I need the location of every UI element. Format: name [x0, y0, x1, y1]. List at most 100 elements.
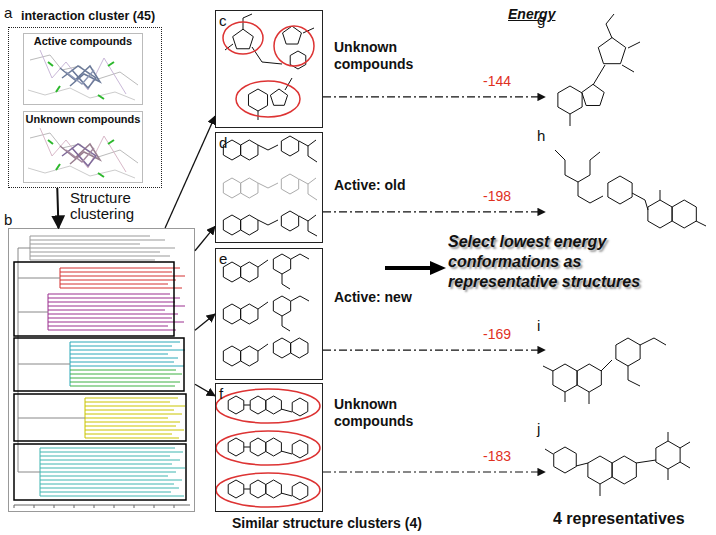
panel-letter: j	[537, 420, 540, 437]
structure-i	[577, 364, 601, 392]
cluster-caption: Unknown compounds	[334, 396, 434, 430]
flow-arrow	[195, 384, 215, 396]
energy-value: -183	[483, 448, 511, 464]
edge-label: Structure clustering	[70, 190, 170, 222]
panel-letter: e	[219, 250, 227, 267]
structures-f	[266, 438, 282, 456]
structures-f	[216, 389, 320, 507]
dendrogram	[40, 448, 185, 496]
structures-e	[241, 304, 258, 324]
dendrogram-panel: b	[8, 228, 195, 512]
dendrogram	[14, 505, 190, 508]
structure-h	[608, 176, 632, 204]
docking-image-unknown	[66, 148, 94, 162]
structures-c	[236, 81, 300, 117]
structures-c	[270, 89, 287, 105]
structures-f	[216, 431, 320, 465]
structures-c	[223, 22, 263, 54]
structure-j	[545, 432, 690, 496]
flow-arrow	[195, 314, 215, 330]
dendrogram	[14, 262, 174, 336]
structures-c	[223, 14, 314, 120]
panel-caption: 4 representatives	[553, 510, 685, 528]
dendrogram	[60, 268, 185, 288]
structure-j	[554, 447, 577, 473]
structure-i	[543, 338, 666, 404]
structures-d	[281, 174, 298, 194]
energy-value: -144	[483, 73, 511, 89]
structure-h	[555, 150, 648, 210]
structure-j	[612, 456, 636, 484]
structure-h	[672, 200, 696, 228]
docking-image-active	[62, 66, 96, 88]
energy-value: -198	[483, 188, 511, 204]
representative-structure: h	[545, 135, 710, 230]
structures-e	[223, 254, 309, 366]
structures-d	[258, 215, 317, 236]
panel-letter: h	[537, 127, 545, 144]
image-caption: Unknown compounds	[24, 113, 142, 125]
dash-dot-arrow	[323, 471, 545, 472]
structures-f	[292, 482, 308, 500]
panel-letter: b	[4, 211, 12, 228]
structure-j	[588, 456, 612, 484]
annotation-text: Select lowest energy conformations as re…	[448, 232, 688, 292]
structures-f	[228, 480, 244, 498]
column-header: Energy	[508, 6, 555, 22]
structures-e	[273, 296, 290, 316]
structure-i	[543, 338, 666, 404]
structures-d	[223, 215, 240, 235]
structures-f	[244, 447, 292, 454]
structures-e	[273, 338, 290, 358]
panel-frame: ainteraction cluster (45)Active compound…	[8, 27, 162, 188]
structures-d	[258, 140, 317, 162]
structures-c	[274, 26, 314, 66]
selection-arrow	[385, 266, 432, 270]
structure-g	[598, 38, 626, 64]
structures-d	[223, 178, 240, 198]
structures-f	[250, 438, 266, 456]
dash-dot-arrow	[323, 96, 545, 97]
dash-dot-arrow	[323, 349, 545, 350]
structure-i	[616, 338, 640, 366]
structure-h	[660, 190, 706, 226]
structures-f	[266, 480, 282, 498]
structure-j	[656, 441, 680, 469]
image-box: Unknown compounds	[23, 111, 143, 183]
docking-image-active	[66, 70, 94, 84]
structure-h	[555, 150, 706, 228]
structures-d	[223, 136, 317, 236]
panel-letter: i	[537, 317, 540, 334]
structures-d	[281, 136, 298, 156]
dendrogram	[48, 294, 185, 330]
structures-f	[292, 440, 308, 458]
structures-c	[248, 89, 267, 111]
structures-d	[241, 140, 258, 160]
flow-arrow	[195, 226, 215, 250]
dendrogram	[70, 370, 182, 386]
image-box: Active compounds	[23, 33, 143, 105]
flow-arrow	[57, 188, 58, 228]
panel-letter: c	[219, 12, 227, 29]
panel-letter: f	[219, 385, 223, 402]
docking-image-unknown	[48, 140, 114, 177]
structures-e	[223, 304, 240, 324]
dendrogram	[14, 236, 190, 508]
dendrogram	[85, 398, 185, 438]
structures-f	[216, 389, 320, 423]
structures-f	[244, 405, 292, 412]
dendrogram	[14, 394, 186, 441]
representative-structure: j	[545, 428, 705, 510]
dendrogram	[14, 444, 186, 500]
structures-d	[241, 215, 258, 235]
structures-e	[258, 296, 309, 331]
structure-i	[553, 364, 577, 392]
dendrogram	[30, 236, 175, 260]
structures-e	[291, 338, 308, 358]
cluster-caption: Unknown compounds	[334, 39, 434, 73]
panel-caption: Similar structure clusters (4)	[232, 515, 422, 531]
dendrogram	[18, 248, 85, 472]
structures-e	[241, 262, 258, 282]
